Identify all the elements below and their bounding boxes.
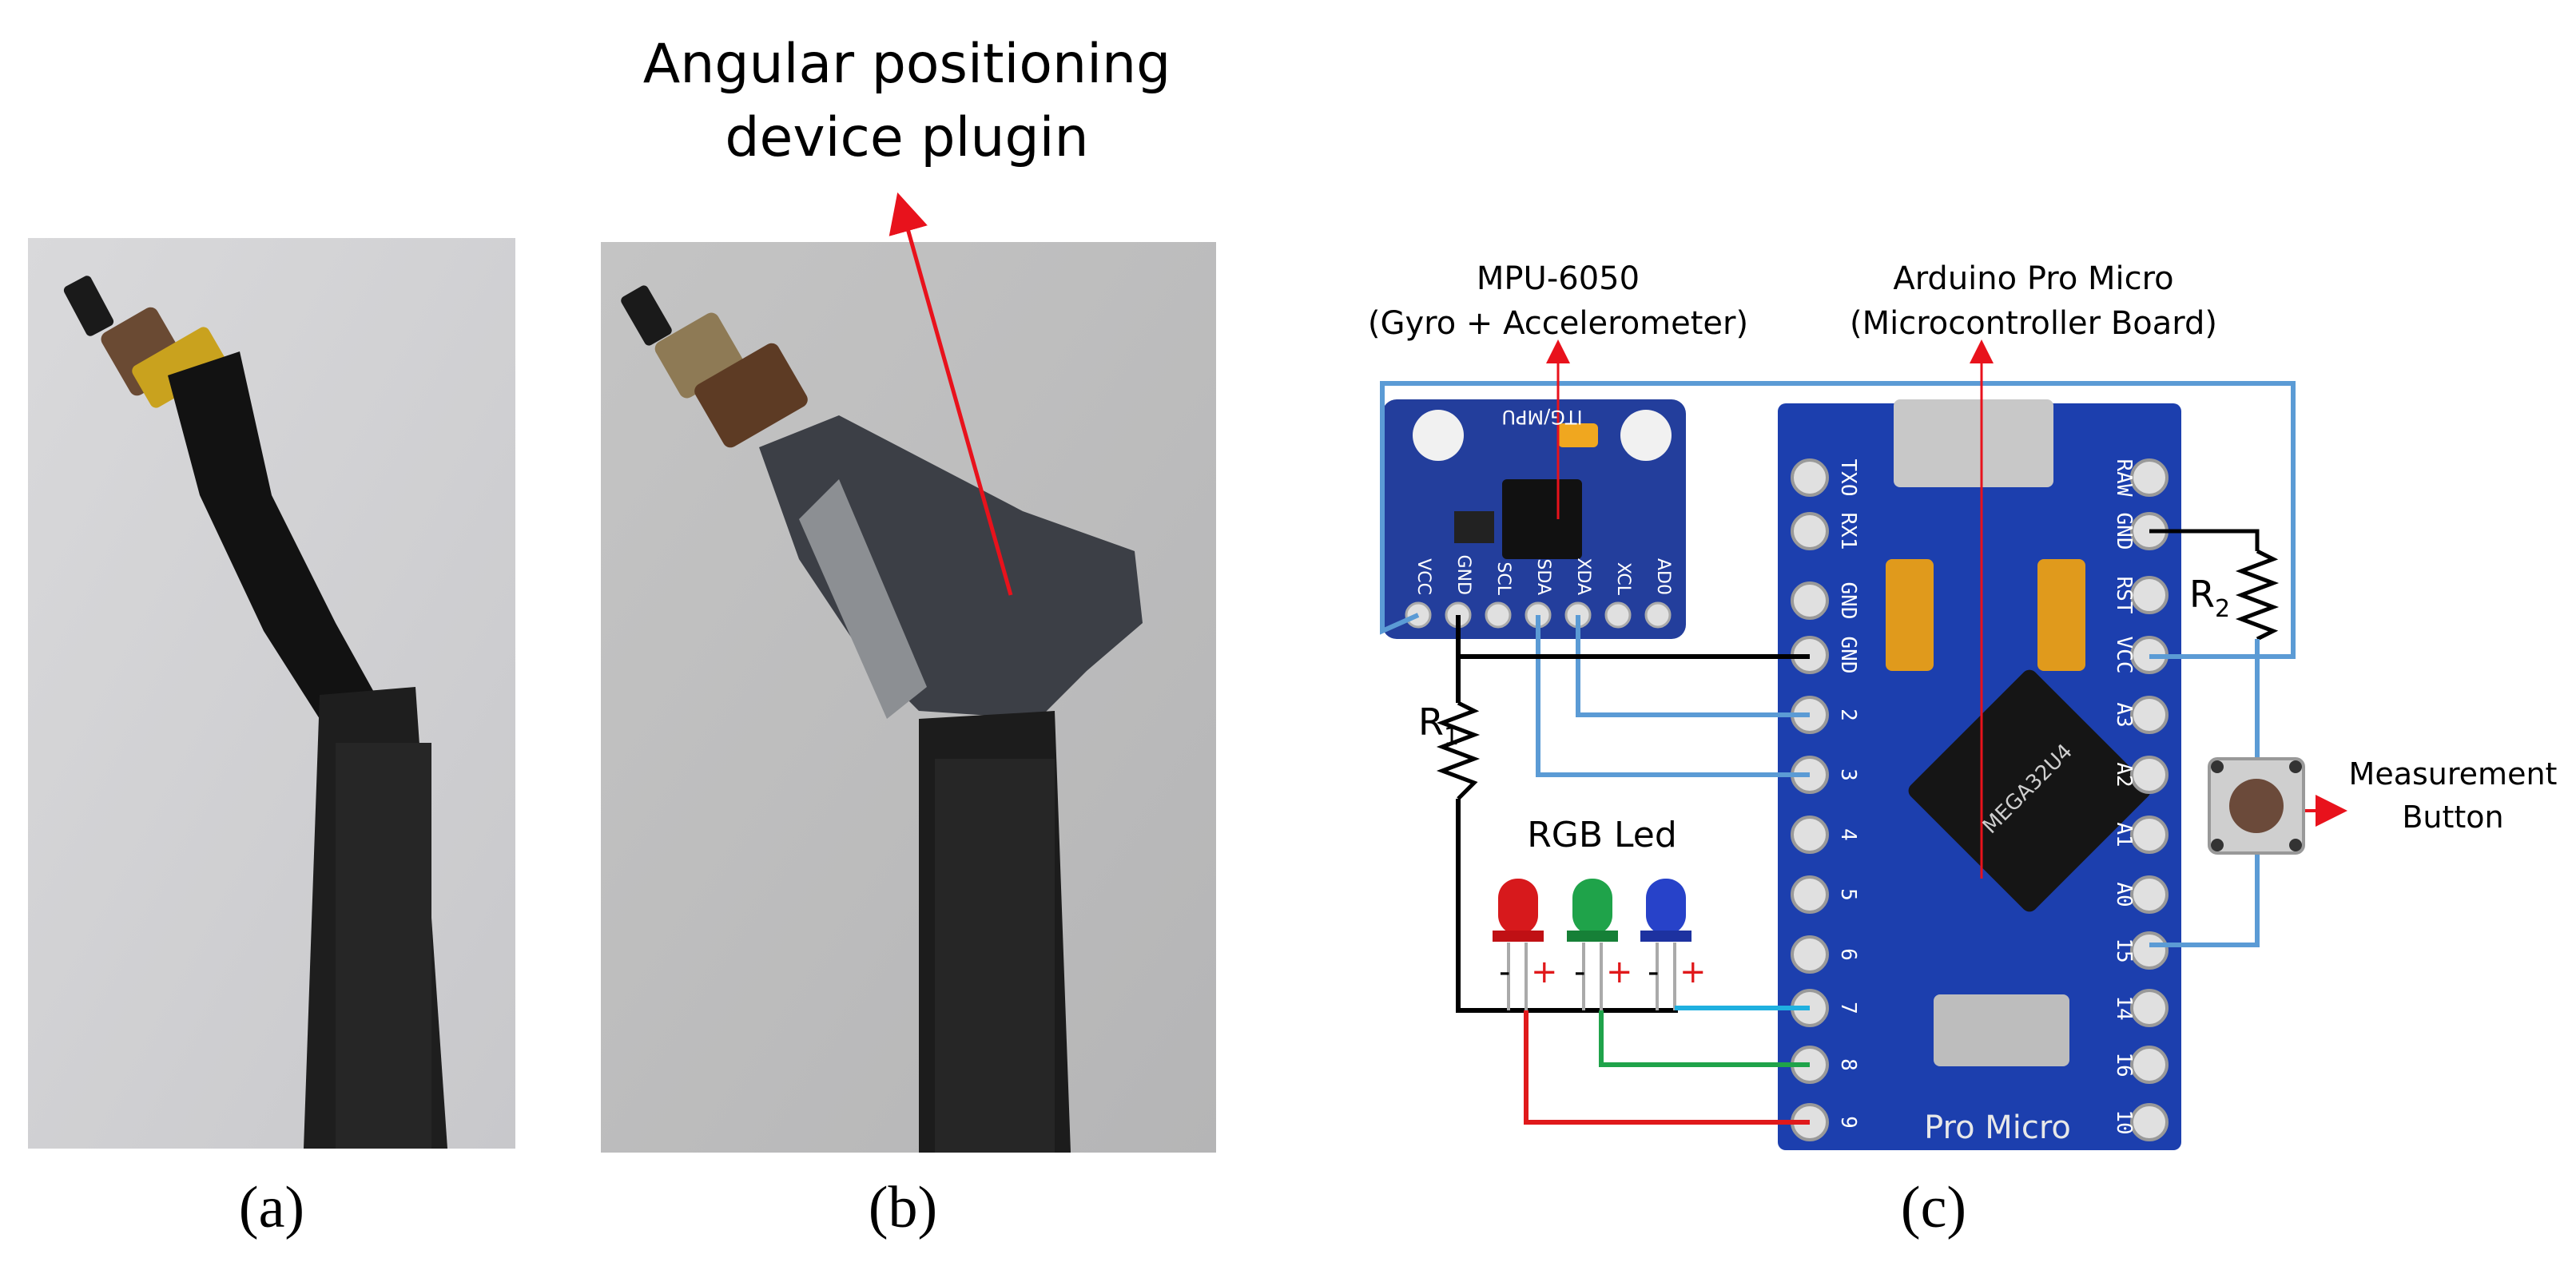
rgb-led-label: RGB Led [1527,815,1677,855]
arduino-pin-label: 2 [1836,708,1860,721]
arduino-pin-label: A2 [2112,762,2136,787]
arduino-pin-label: 14 [2112,995,2136,1020]
wire-sda-xda [1536,615,1810,777]
r1-label: R1 [1418,700,1459,751]
photo-a [28,238,515,1149]
arduino-pin-label: A0 [2112,882,2136,907]
arduino-pin-label: 15 [2112,938,2136,962]
led-red-minus: - [1499,954,1510,990]
arduino-pin-label: RX1 [1836,513,1860,550]
resistor-r1 [1436,700,1481,800]
panel-label-c: (c) [1900,1175,1967,1240]
arduino-pin-label: 10 [2112,1109,2136,1134]
arduino-title: Arduino Pro Micro [1893,260,2173,297]
led-blue [1640,879,1691,1010]
wire-green [1599,1010,1810,1067]
led-green-plus: + [1606,954,1633,990]
arduino-pin-label: 16 [2112,1052,2136,1077]
arduino-pin-label: 4 [1836,828,1860,841]
arduino-subtitle: (Microcontroller Board) [1850,305,2217,342]
measurement-label-line1: Measurement [2349,756,2558,792]
wire-r2-button [2149,639,2260,947]
annotation-label: Angular positioning device plugin [603,28,1210,175]
arduino-name-label: Pro Micro [1924,1109,2071,1146]
mpu-pin-label: VCC [1413,558,1433,595]
mpu-pin-labels: VCC GND SCL SDA XDA XCL AD0 INT [1413,555,1701,596]
annotation-arrow [888,192,1013,596]
arduino-right-labels: RAW GND RST VCC A3 A2 A1 A0 15 14 16 10 [2112,459,2136,1135]
panel-label-a: (a) [238,1175,305,1240]
led-green [1567,879,1618,1010]
mpu6050-board [1382,399,1686,639]
arduino-pin-label: GND [1836,582,1860,620]
wire-vcc [1380,381,2296,659]
led-red-plus: + [1531,954,1558,990]
mpu-pin-label: XCL [1613,562,1633,596]
arduino-pin-label: VCC [2112,637,2136,674]
arduino-pin-label: 8 [1836,1058,1860,1071]
arduino-pin-label: 9 [1836,1116,1860,1129]
photo-b [601,242,1216,1153]
arduino-pin-label: GND [2112,513,2136,550]
annotation-line-2: device plugin [725,106,1089,169]
arduino-pin-label: TXO [1836,459,1860,497]
arduino-pin-label: 5 [1836,888,1860,901]
r2-label: R2 [2189,573,2230,623]
mpu-pin-label: XDA [1573,558,1593,595]
arduino-right-holes [2130,458,2169,1141]
mpu-pin-row [1405,601,1672,629]
arduino-pin-label: A1 [2112,822,2136,847]
panel-label-b: (b) [868,1175,938,1240]
arduino-pin-label: A3 [2112,702,2136,727]
arduino-pin-label: 6 [1836,948,1860,961]
wire-red [1524,1010,1810,1125]
measurement-button [2208,757,2305,855]
arduino-pro-micro-board [1778,399,2181,1150]
mpu-subtitle: (Gyro + Accelerometer) [1368,305,1748,342]
resistor-r2 [2149,529,2280,641]
led-green-minus: - [1574,954,1585,990]
arduino-pin-label: RAW [2112,459,2136,497]
wire-gnd [1456,615,1810,1013]
led-blue-minus: - [1648,954,1659,990]
mpu-pin-label: SCL [1493,562,1513,595]
annotation-line-1: Angular positioning [642,33,1171,96]
mpu-title: MPU-6050 [1477,260,1640,297]
mpu-pin-label: SDA [1533,558,1553,595]
mpu-pin-label: AD0 [1653,558,1673,595]
arduino-pin-label: RST [2112,577,2136,614]
led-blue-plus: + [1680,954,1707,990]
mpu-pin-label: GND [1453,555,1473,595]
arduino-left-labels: TXO RX1 GND GND 2 3 4 5 6 7 8 9 [1836,459,1860,1129]
arduino-pin-label: 3 [1836,768,1860,781]
arduino-pin-label: GND [1836,637,1860,674]
led-red [1493,879,1544,1010]
mpu-pin-label: INT [1681,566,1701,596]
measurement-label-line2: Button [2402,800,2503,835]
mpu-chip-label: ITG/MPU [1501,406,1582,428]
arduino-pin-label: 7 [1836,1002,1860,1014]
